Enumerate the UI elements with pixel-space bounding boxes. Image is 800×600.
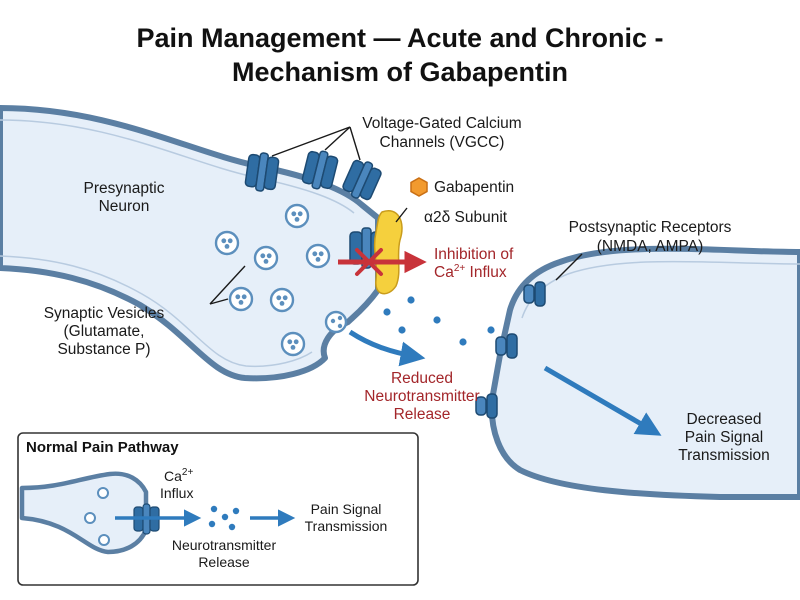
decreased-label-line-3: Transmission [678,447,770,464]
postsynaptic-label-line-2: (NMDA, AMPA) [597,238,704,255]
released-neurotransmitters [383,296,495,346]
vgcc-label-line-1: Voltage-Gated Calcium [362,115,521,132]
title-line-1: Pain Management — Acute and Chronic - [136,23,663,53]
postsynaptic-receptor-2 [495,333,518,359]
fusing-vesicle [324,310,348,334]
presynaptic-label-line-2: Neuron [99,198,150,215]
reduced-label-line-1: Reduced [391,370,453,387]
reduced-label-line-2: Neurotransmitter [364,388,479,405]
inset-nt-label-line-2: Release [198,554,250,570]
presynaptic-inner-membrane-lower [0,255,313,368]
decreased-signal-arrow [543,365,662,436]
synaptic-vesicle-3 [253,245,279,271]
vesicles-label-line-3: Substance P) [57,341,150,358]
synaptic-vesicle-4 [305,243,331,269]
inhibition-label-line-2: Ca2+ Influx [434,263,507,281]
vgcc-channel-3 [342,159,382,201]
vgcc-label-line-2: Channels (VGCC) [380,134,505,151]
synaptic-vesicle-2 [214,230,240,256]
inset-influx-label: Influx [160,485,193,501]
title-line-2: Mechanism of Gabapentin [232,57,568,87]
decreased-label-line-2: Pain Signal [685,429,763,446]
normal-pain-pathway-inset: Normal Pain Pathway Ca2+ Influx Neurotra… [17,432,419,586]
inset-nt-label-line-1: Neurotransmitter [172,537,277,553]
decreased-label-line-1: Decreased [687,411,762,428]
reduced-label-line-3: Release [394,406,451,423]
vesicles-label-line-2: (Glutamate, [64,323,145,340]
a2d-subunit-label: α2δ Subunit [424,209,508,226]
synaptic-vesicle-6 [269,287,295,313]
inset-vesicles [84,487,110,546]
presynaptic-neuron-body [0,105,381,382]
presynaptic-inner-membrane [0,119,355,214]
presynaptic-label-line-1: Presynaptic [84,180,165,197]
synaptic-vesicle-5 [228,286,254,312]
a2d-pointer-line [395,207,408,223]
vesicles-label-line-1: Synaptic Vesicles [44,305,165,322]
postsynaptic-receptor-1 [523,281,546,307]
postsynaptic-label-line-1: Postsynaptic Receptors [569,219,732,236]
inset-neurotransmitters [208,505,240,531]
inset-ps-label-line-1: Pain Signal [311,501,382,517]
synaptic-vesicle-7 [280,331,306,357]
reduced-release-arrow [348,329,426,367]
inset-ca-label: Ca2+ [164,467,193,484]
gabapentin-molecule [410,177,428,197]
inset-title: Normal Pain Pathway [26,439,179,456]
vgcc-channel-2 [301,150,339,190]
synaptic-vesicle-1 [284,203,310,229]
leader-lines [209,126,583,305]
x-block-icon [355,248,383,276]
gabapentin-label: Gabapentin [434,179,514,196]
inhibition-label-line-1: Inhibition of [434,246,514,263]
vgcc-channel-1 [244,152,280,192]
inset-ps-label-line-2: Transmission [305,518,388,534]
